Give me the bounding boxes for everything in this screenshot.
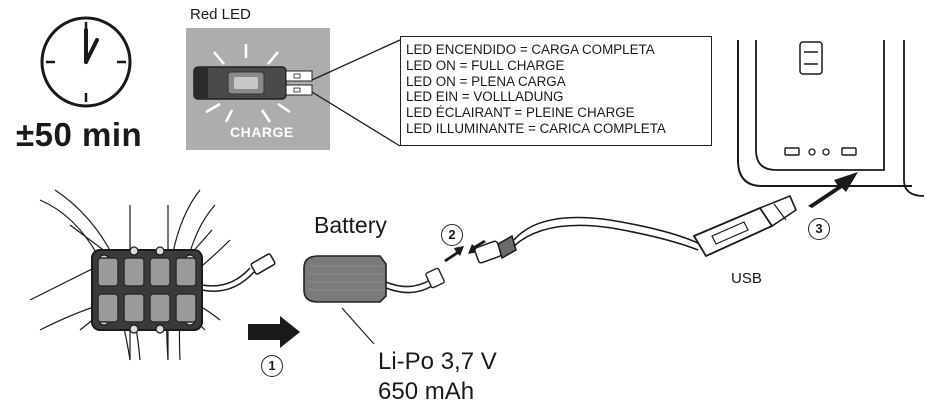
red-led-label: Red LED: [190, 6, 251, 23]
charge-text: CHARGE: [230, 124, 294, 140]
led-legend-line: LED ON = FULL CHARGE: [406, 57, 565, 73]
battery-capacity-spec: 650 mAh: [378, 378, 475, 405]
led-legend-line: LED ENCENDIDO = CARGA COMPLETA: [406, 42, 655, 57]
arrow-to-usb-port: [808, 172, 858, 208]
battery-label: Battery: [314, 212, 387, 238]
computer-usb-port: [737, 40, 925, 197]
led-legend-line: LED ON = PLENA CARGA: [406, 73, 566, 89]
battery-pack: [303, 255, 445, 345]
clock-icon: [40, 16, 132, 108]
usb-label: USB: [731, 270, 762, 287]
led-legend-line: LED ÉCLAIRANT = PLEINE CHARGE: [406, 105, 635, 121]
arrow-remove-battery: [248, 316, 300, 348]
battery-voltage-spec: Li-Po 3,7 V: [378, 348, 497, 375]
drone-battery-cells: [97, 257, 197, 323]
step-2-badge: 2: [441, 224, 463, 246]
usb-charger-led-closeup: [186, 28, 330, 150]
led-status-legend: LED ENCENDIDO = CARGA COMPLETA LED ON = …: [400, 36, 712, 146]
led-glow-rays: [199, 44, 291, 123]
step-3-badge: 3: [808, 218, 830, 240]
step-1-badge: 1: [261, 355, 283, 377]
led-legend-line: LED EIN = VOLLLADUNG: [406, 89, 564, 105]
usb-charger-cable: [474, 194, 797, 264]
led-legend-line: LED ILLUMINANTE = CARICA COMPLETA: [406, 120, 666, 136]
callout-lines: [311, 39, 401, 147]
charge-time-label: ±50 min: [16, 116, 143, 153]
